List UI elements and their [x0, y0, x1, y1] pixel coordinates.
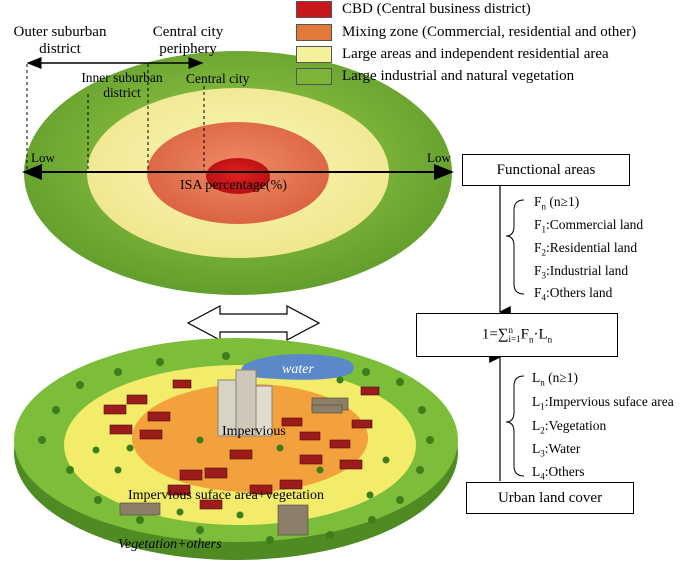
- city-label-mixed: Impervious suface area+vegetation: [128, 488, 325, 503]
- legend-item-industrial: Large industrial and natural vegetation: [296, 67, 575, 85]
- urban-land-cover-box: Urban land cover: [466, 482, 634, 514]
- functional-item-2: F2:Residential land: [534, 240, 638, 258]
- functional-item-4: F4:Others land: [534, 285, 613, 303]
- legend-item-mixing: Mixing zone (Commercial, residential and…: [296, 23, 637, 41]
- zone-guide-lines: [26, 64, 205, 172]
- city-ground-orange: [132, 384, 368, 492]
- brace-functional: [505, 199, 525, 295]
- city-label-impervious: Impervious: [222, 424, 286, 439]
- functional-item-1: F1:Commercial land: [534, 217, 644, 235]
- legend-swatch: [296, 23, 332, 41]
- city-label-water: water: [282, 362, 314, 377]
- city-water: [241, 354, 354, 380]
- functional-areas-box: Functional areas: [462, 154, 630, 186]
- legend-swatch: [296, 67, 332, 85]
- city-houses: [103, 379, 380, 510]
- city-label-vegetation: Vegetation+others: [118, 537, 222, 552]
- city-trees: [38, 352, 434, 544]
- label-outer-suburban: Outer suburban district: [13, 24, 107, 57]
- label-central-city: Central city: [186, 71, 250, 86]
- legend-label: Mixing zone (Commercial, residential and…: [342, 23, 637, 40]
- landcover-item-4: L4:Others: [532, 464, 585, 482]
- landcover-item-3: L3:Water: [532, 441, 581, 459]
- label-central-periphery: Central city periphery: [152, 24, 224, 57]
- landcover-item-2: L2:Vegetation: [532, 418, 607, 436]
- label-inner-suburban: Inner suburban district: [81, 70, 163, 100]
- label-isa-percentage: ISA percentage(%): [180, 178, 287, 193]
- functional-item-3: F3:Industrial land: [534, 263, 629, 281]
- double-hollow-arrow: [186, 305, 321, 341]
- legend-label: CBD (Central business district): [342, 0, 531, 17]
- label-low-right: Low: [427, 150, 451, 165]
- urban-land-cover-title: Urban land cover: [497, 489, 603, 506]
- label-low-left: Low: [31, 150, 55, 165]
- landcover-item-1: L1:Impervious suface area: [532, 394, 674, 412]
- functional-fn-line: Fn (n≥1): [534, 194, 580, 212]
- landcover-ln-line: Ln (n≥1): [532, 370, 579, 388]
- legend-swatch: [296, 45, 332, 63]
- legend-item-residential: Large areas and independent residential …: [296, 45, 609, 63]
- brace-landcover: [505, 375, 525, 477]
- legend-item-cbd: CBD (Central business district): [296, 0, 531, 18]
- legend-label: Large industrial and natural vegetation: [342, 67, 575, 84]
- legend-label: Large areas and independent residential …: [342, 45, 609, 62]
- city-warehouses: [119, 397, 349, 536]
- functional-areas-title: Functional areas: [496, 161, 596, 178]
- city-skyscrapers: [217, 369, 273, 437]
- city-illustration: [14, 338, 458, 560]
- legend-swatch: [296, 0, 332, 18]
